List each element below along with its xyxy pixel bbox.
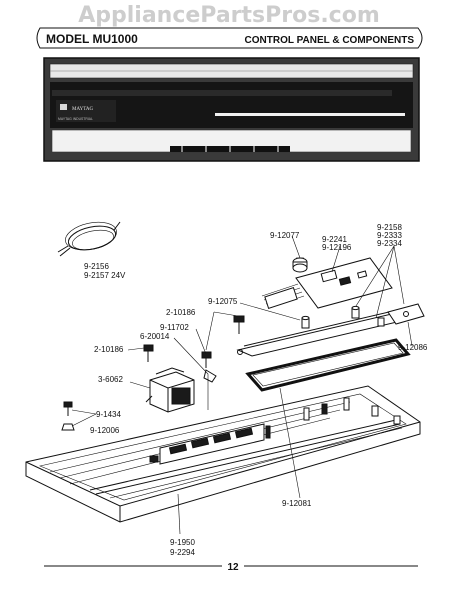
page-number: 12	[227, 562, 239, 573]
mounting-bracket	[236, 303, 425, 357]
callout-harness-2: 9-2157 24V	[84, 271, 126, 280]
brand-text: MAYTAG	[72, 107, 93, 112]
callout-panel-1: 9-1950	[170, 538, 195, 547]
callout-board-1: 9-2241	[322, 235, 347, 244]
callout-screw-c: 2-10186	[94, 345, 124, 354]
maytag-logo-icon	[60, 104, 67, 110]
clip-a	[201, 351, 217, 383]
model-label: MODEL MU1000	[46, 32, 138, 46]
callout-bracket-2: 9-2333	[377, 231, 402, 240]
control-panel-photo: MAYTAG MAYTAG INDUSTRIAL	[43, 57, 420, 162]
control-board	[261, 257, 393, 309]
standoff-posts	[301, 305, 385, 329]
callout-harness-1: 9-2156	[84, 262, 109, 271]
watermark: AppliancePartsPros.com	[78, 3, 380, 28]
callout-screw-a: 9-12075	[208, 297, 238, 306]
screw-left	[143, 344, 154, 362]
callout-screw-b: 2-10186	[166, 308, 196, 317]
callout-nut-d: 9-12006	[90, 426, 120, 435]
callout-bracket-1: 9-2158	[377, 223, 402, 232]
page-title: CONTROL PANEL & COMPONENTS	[245, 35, 415, 46]
callout-board-2: 9-12196	[322, 243, 352, 252]
screw-top	[233, 315, 245, 334]
page-footer: 12	[44, 562, 418, 573]
callout-panel-2: 9-2294	[170, 548, 195, 557]
callout-clip-a: 9-11702	[160, 323, 189, 332]
gasket	[245, 338, 411, 392]
brand-subtext: MAYTAG INDUSTRIAL	[58, 117, 93, 121]
transformer	[145, 367, 195, 413]
leader-lines	[71, 235, 413, 535]
callout-knob: 9-12077	[270, 231, 300, 240]
wire-harness-coil	[57, 221, 121, 257]
header-banner: MODEL MU1000 CONTROL PANEL & COMPONENTS	[36, 27, 423, 49]
callout-clip-b: 6-20014	[140, 332, 170, 341]
callout-screw-d: 9-1434	[96, 410, 121, 419]
callout-insulator: 9-12086	[398, 343, 428, 352]
console-panel	[25, 385, 421, 523]
callout-bracket-3: 9-2334	[377, 239, 402, 248]
screw-and-nut	[61, 401, 75, 431]
callout-transformer: 3-6062	[98, 375, 123, 384]
callout-gasket: 9-12081	[282, 499, 312, 508]
knob	[292, 257, 308, 273]
